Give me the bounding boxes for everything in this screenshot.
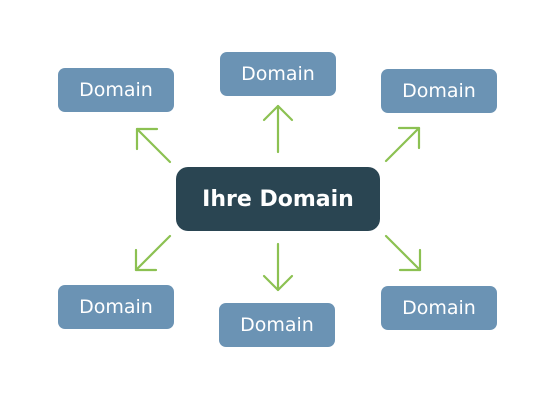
arrow-up-right (384, 126, 421, 163)
arrow-up-left (135, 127, 172, 164)
node-top-left: Domain (58, 68, 174, 112)
arrow-down-right (384, 234, 422, 272)
node-top-right: Domain (381, 69, 497, 113)
arrow-down-left (134, 234, 172, 272)
node-bottom: Domain (219, 303, 335, 347)
arrow-up (262, 104, 294, 154)
node-bottom-left: Domain (58, 285, 174, 329)
arrow-down (262, 242, 294, 292)
node-top: Domain (220, 52, 336, 96)
node-bottom-right: Domain (381, 286, 497, 330)
center-node: Ihre Domain (176, 167, 380, 231)
